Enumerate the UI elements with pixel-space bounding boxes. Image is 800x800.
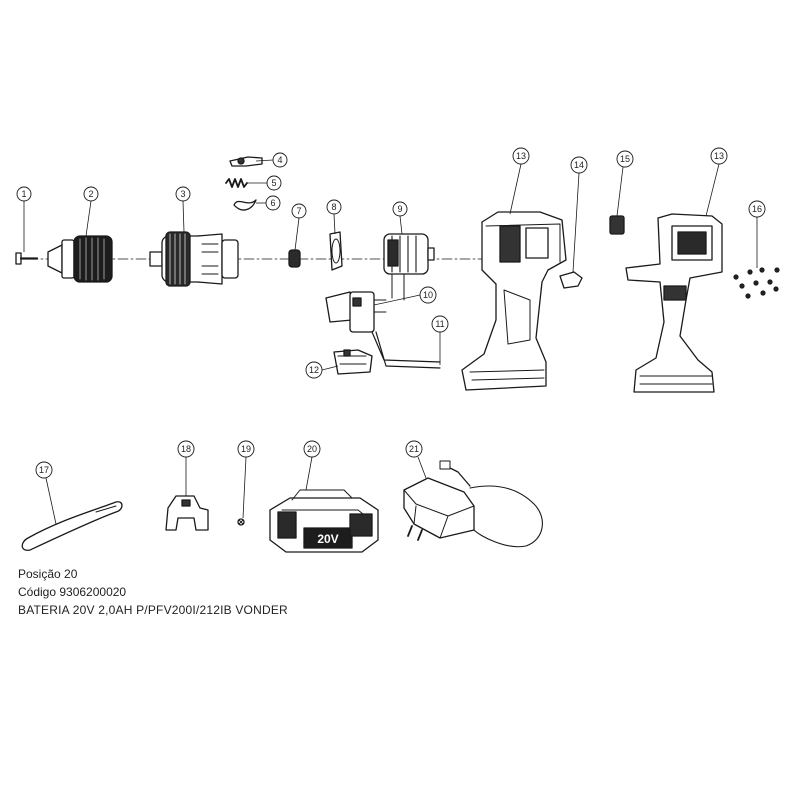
callout-14: 14 (570, 156, 588, 174)
svg-text:10: 10 (423, 290, 433, 300)
leader-19 (242, 456, 247, 519)
svg-text:3: 3 (180, 189, 185, 199)
leader-13a (509, 163, 522, 215)
svg-text:17: 17 (39, 465, 49, 475)
callout-16: 16 (748, 200, 766, 218)
part-1-screw (15, 252, 39, 265)
part-2-chuck (47, 235, 113, 283)
callout-21: 21 (405, 440, 423, 458)
caption-code: Código 9306200020 (18, 585, 127, 599)
svg-text:11: 11 (435, 319, 444, 329)
leader-15 (616, 166, 624, 217)
callout-17: 17 (35, 461, 53, 479)
leader-14 (572, 172, 580, 273)
svg-text:18: 18 (181, 444, 191, 454)
callout-18: 18 (177, 440, 195, 458)
part-14-nut (559, 271, 583, 289)
callout-7: 7 (291, 203, 307, 219)
battery-voltage-label: 20V (317, 532, 338, 546)
svg-text:9: 9 (397, 204, 402, 214)
svg-text:6: 6 (270, 198, 275, 208)
part-7-bearing (288, 249, 301, 268)
svg-text:13: 13 (516, 151, 526, 161)
part-18-belt-clip (165, 495, 209, 531)
svg-text:21: 21 (409, 444, 419, 454)
part-12-terminal (333, 349, 373, 375)
part-5-spring (225, 178, 248, 188)
callout-12: 12 (305, 361, 323, 379)
svg-text:7: 7 (296, 206, 301, 216)
part-19-screw (237, 518, 245, 526)
callout-10: 10 (419, 286, 437, 304)
caption-position: Posição 20 (18, 567, 78, 581)
part-13-housing-left (461, 211, 567, 391)
part-11-wires (371, 331, 441, 369)
leader-17 (45, 477, 57, 525)
callout-13a: 13 (512, 147, 530, 165)
svg-text:8: 8 (331, 202, 336, 212)
part-13-housing-right (625, 213, 723, 393)
svg-text:16: 16 (752, 204, 762, 214)
caption-description: BATERIA 20V 2,0AH P/PFV200I/212IB VONDER (18, 603, 288, 617)
callout-15: 15 (616, 150, 634, 168)
leader-10 (373, 294, 421, 306)
callout-4: 4 (272, 152, 288, 168)
svg-text:20: 20 (307, 444, 317, 454)
part-21-charger (403, 460, 543, 548)
part-3-gearbox (149, 231, 239, 287)
callout-3: 3 (175, 186, 191, 202)
leader-13b (705, 163, 720, 217)
part-4-lever (229, 156, 263, 167)
leader-9 (399, 215, 403, 235)
leader-4 (255, 159, 274, 162)
part-6-spring-clip (233, 199, 257, 211)
part-9-motor (383, 233, 435, 301)
callout-8: 8 (326, 199, 342, 215)
leader-21 (417, 456, 427, 479)
callout-5: 5 (266, 175, 282, 191)
part-17-strap (21, 501, 123, 551)
svg-text:4: 4 (277, 155, 282, 165)
callout-19: 19 (237, 440, 255, 458)
part-20-battery (269, 489, 379, 553)
leader-20 (305, 456, 313, 491)
leader-3 (182, 200, 185, 233)
part-8-plate (329, 231, 343, 271)
leader-8 (333, 213, 336, 235)
svg-text:13: 13 (714, 151, 724, 161)
callout-20: 20 (303, 440, 321, 458)
callout-1: 1 (16, 186, 32, 202)
svg-text:19: 19 (241, 444, 251, 454)
callout-9: 9 (392, 201, 408, 217)
leader-2 (85, 200, 92, 237)
svg-text:15: 15 (620, 154, 630, 164)
callout-13b: 13 (710, 147, 728, 165)
callout-6: 6 (265, 195, 281, 211)
callout-11: 11 (431, 315, 449, 333)
svg-text:2: 2 (88, 189, 93, 199)
leader-7 (294, 217, 300, 251)
svg-text:5: 5 (271, 178, 276, 188)
svg-text:14: 14 (574, 160, 584, 170)
svg-text:12: 12 (309, 365, 319, 375)
part-16-screws (733, 267, 780, 299)
part-15-clip (609, 215, 625, 235)
part-10-trigger-switch (325, 291, 387, 333)
callout-2: 2 (83, 186, 99, 202)
svg-text:1: 1 (21, 189, 26, 199)
leader-12 (321, 365, 339, 371)
